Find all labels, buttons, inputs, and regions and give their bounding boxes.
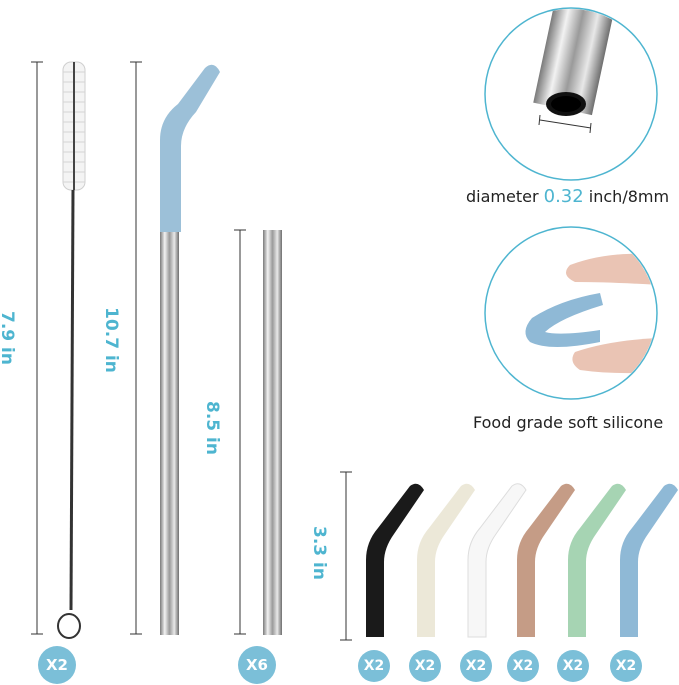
- tip-quantity-badge: X2: [358, 650, 390, 682]
- diameter-value: 0.32: [543, 186, 584, 207]
- tip-quantity-badge: X2: [460, 650, 492, 682]
- brush-measure-line: [31, 61, 43, 635]
- straw-quantity-badge: X6: [238, 646, 276, 684]
- bent-straw-length-label: 10.7 in: [100, 307, 121, 373]
- tip-quantity-badge: X2: [409, 650, 441, 682]
- straight-straw-measure-line: [234, 229, 246, 635]
- diameter-caption: diameter 0.32 inch/8mm: [466, 186, 669, 207]
- silicone-tip: [568, 483, 626, 637]
- silicone-tip: [366, 483, 424, 637]
- cleaning-brush: [57, 61, 86, 639]
- bent-straw: [160, 64, 220, 635]
- diameter-prefix: diameter: [466, 187, 539, 206]
- brush-quantity-badge: X2: [38, 646, 76, 684]
- straight-straw: [263, 230, 282, 635]
- diameter-suffix: inch/8mm: [588, 187, 670, 206]
- brush-length-label: 7.9 in: [0, 311, 17, 365]
- silicone-caption: Food grade soft silicone: [473, 413, 664, 432]
- tips-measure-line: [340, 471, 352, 641]
- tips-length-label: 3.3 in: [308, 526, 329, 580]
- silicone-tip: [620, 483, 678, 637]
- straight-straw-length-label: 8.5 in: [201, 401, 222, 455]
- bent-straw-measure-line: [130, 61, 142, 635]
- silicone-tip: [517, 483, 575, 637]
- silicone-tip: [417, 483, 475, 637]
- tip-quantity-badge: X2: [610, 650, 642, 682]
- silicone-tips: [366, 483, 678, 638]
- tip-quantity-badge: X2: [557, 650, 589, 682]
- tip-quantity-badge: X2: [507, 650, 539, 682]
- silicone-detail: [484, 226, 658, 400]
- silicone-tip: [467, 483, 527, 638]
- diameter-detail: [484, 7, 658, 181]
